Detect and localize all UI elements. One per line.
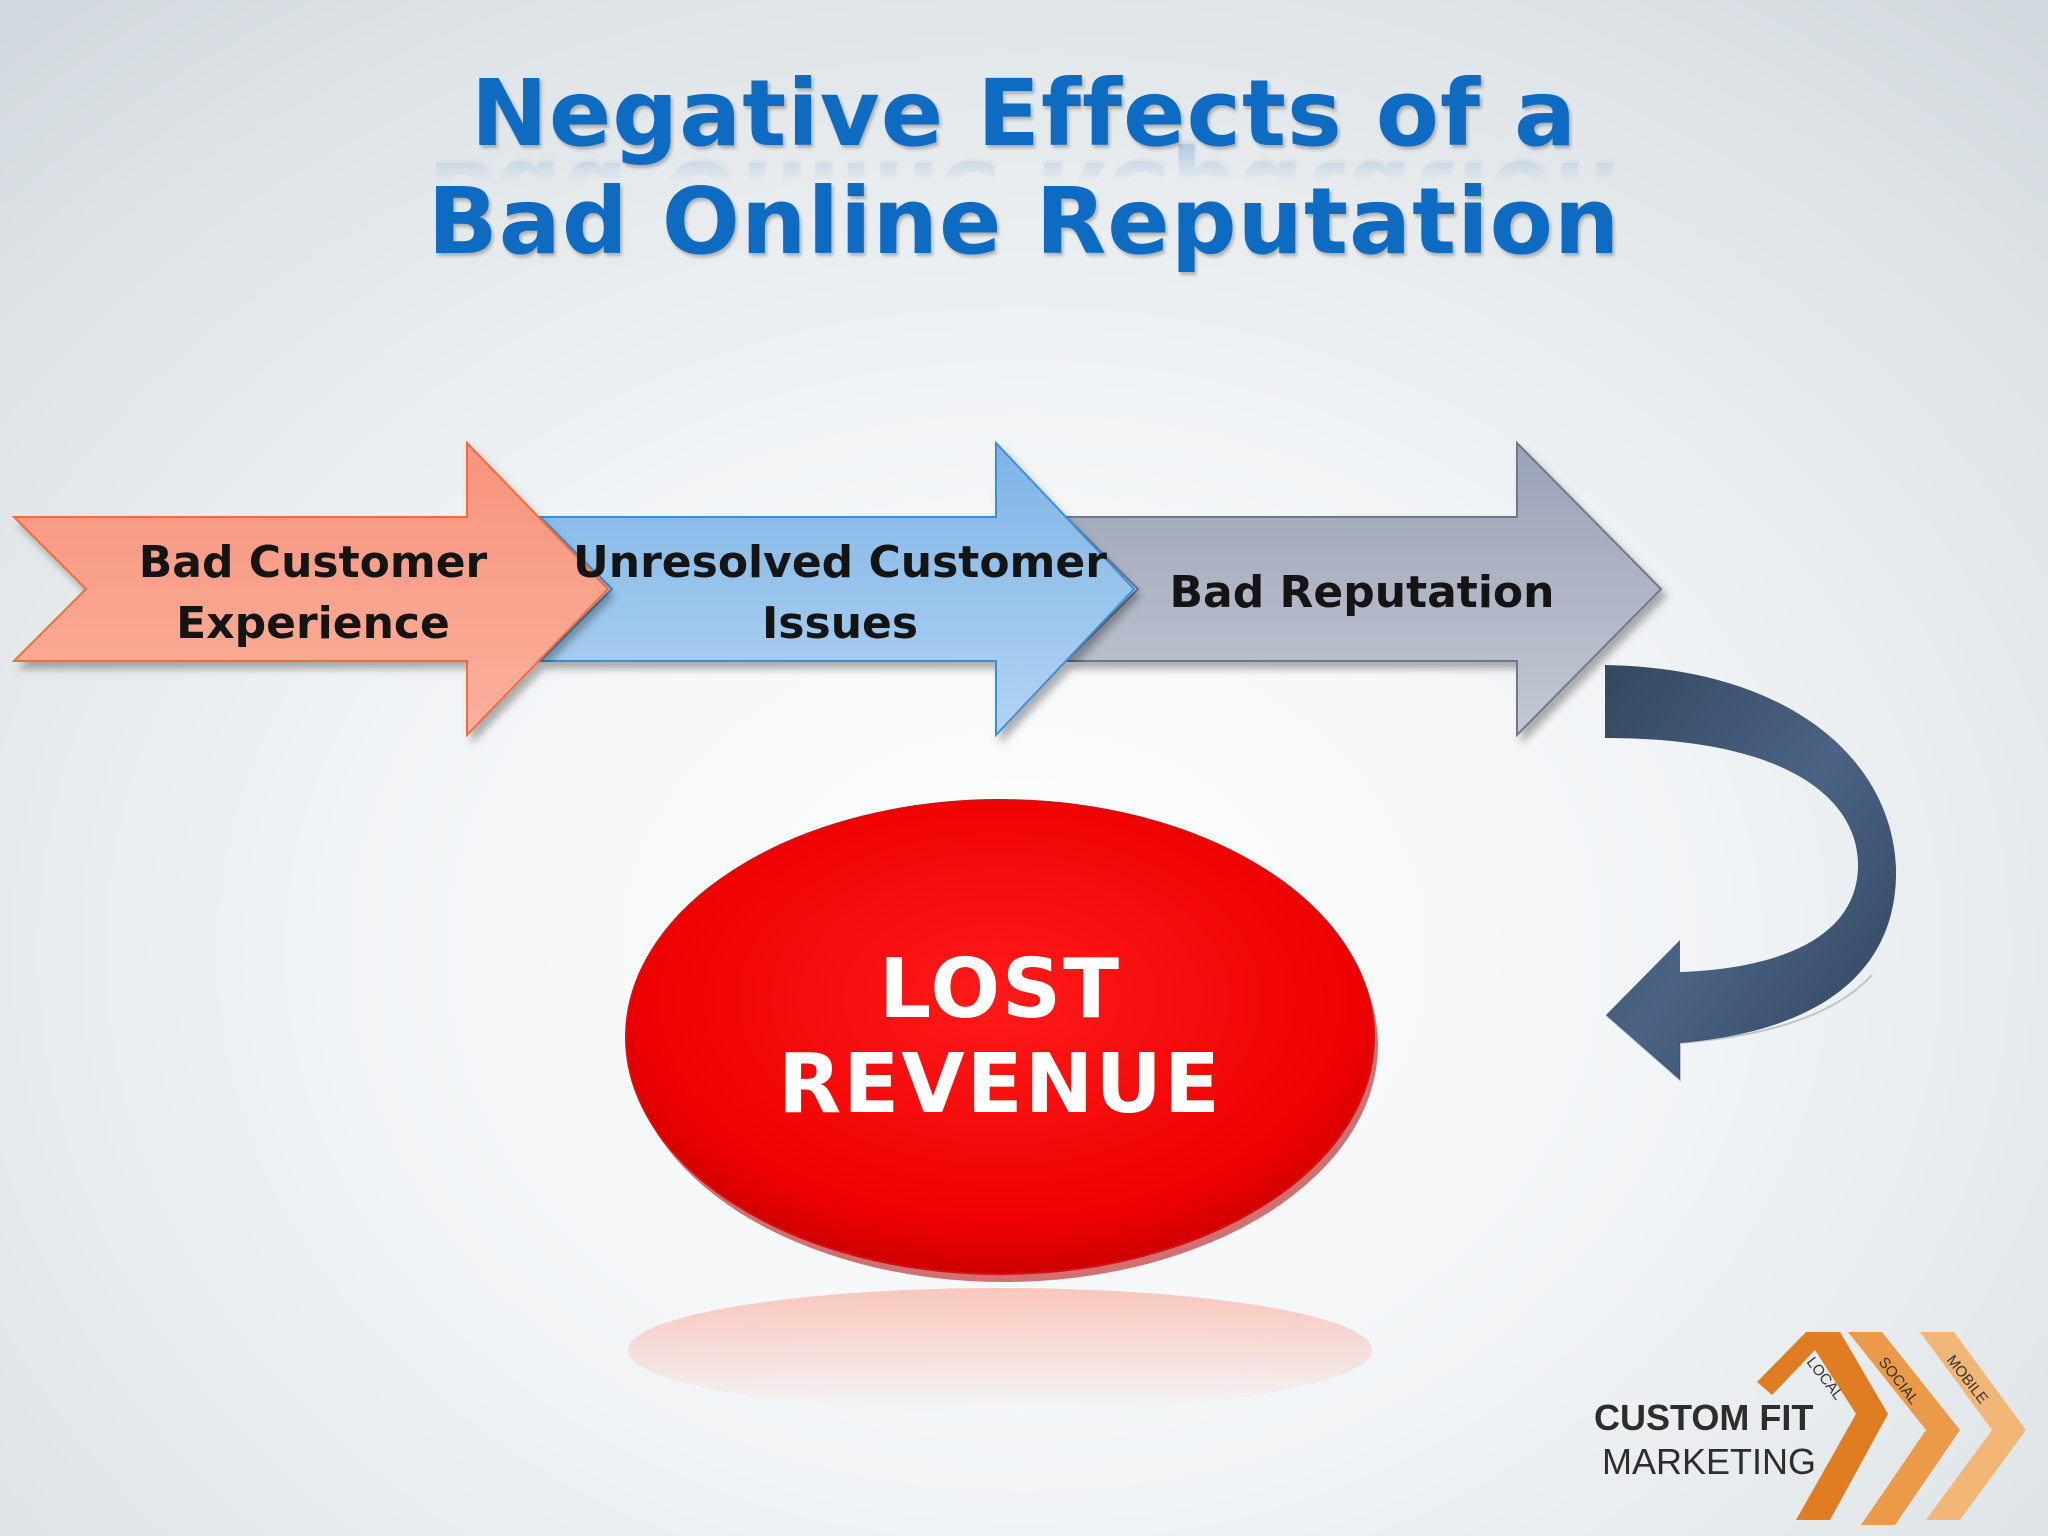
curved-return-arrow (1605, 665, 1897, 1083)
arrow-1-label-line-2: Experience (176, 598, 450, 649)
logo-line-2: MARKETING (1602, 1441, 1816, 1482)
logo-line-1: CUSTOM FIT (1594, 1397, 1813, 1438)
lost-revenue-line-2: REVENUE (778, 1037, 1222, 1132)
arrow-bad-customer-experience (11, 440, 610, 738)
arrow-2-label-line-1: Unresolved Customer (573, 537, 1107, 588)
arrow-3-label: Bad Reputation (1170, 567, 1555, 618)
arrow-unresolved-issues (537, 440, 1136, 738)
slide-title: Negative Effects of a Bad Online Reputat… (0, 60, 2048, 276)
arrow-1-label-line-1: Bad Customer (139, 537, 488, 588)
title-line-1: Negative Effects of a (470, 60, 1578, 167)
custom-fit-marketing-logo: LOCAL SOCIAL MOBILE CUSTOM FIT MARKETING (1594, 1332, 2026, 1525)
arrow-bad-reputation (1063, 440, 1663, 738)
lost-revenue-line-1: LOST (879, 942, 1121, 1037)
chevron-icon (1757, 1332, 2026, 1525)
ellipse-reflection (628, 1288, 1372, 1412)
arrow-2-label-line-2: Issues (762, 598, 918, 649)
lost-revenue-ellipse: LOST REVENUE (625, 799, 1378, 1412)
title-line-2: Bad Online Reputation (427, 168, 1621, 275)
